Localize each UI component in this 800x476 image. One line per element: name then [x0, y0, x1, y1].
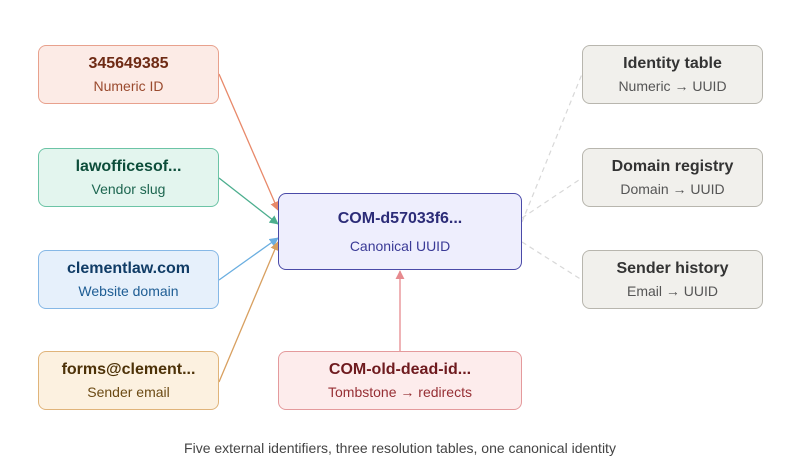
- identity-table-node: Identity table Numeric → UUID: [582, 45, 763, 104]
- sender-email-subtitle: Sender email: [87, 384, 170, 400]
- website-domain-node: clementlaw.com Website domain: [38, 250, 219, 309]
- sender-email-title: forms@clement...: [61, 361, 196, 378]
- tombstone-subtitle: Tombstone → redirects: [328, 384, 472, 400]
- canonical-uuid-subtitle: Canonical UUID: [349, 237, 451, 254]
- domain-registry-subtitle: Domain → UUID: [620, 181, 725, 197]
- sender-email-node: forms@clement... Sender email: [38, 351, 219, 410]
- domain-registry-node: Domain registry Domain → UUID: [582, 148, 763, 207]
- vendor-slug-title: lawofficesof...: [75, 158, 182, 175]
- diagram-caption: Five external identifiers, three resolut…: [184, 440, 616, 456]
- canonical-uuid-node: COM-d57033f6... Canonical UUID: [278, 193, 522, 270]
- numeric-id-subtitle: Numeric ID: [93, 78, 164, 94]
- website-domain-title: clementlaw.com: [66, 260, 190, 277]
- identity-table-subtitle: Numeric → UUID: [618, 78, 727, 94]
- identity-table-title: Identity table: [623, 55, 722, 72]
- numeric-id-node: 345649385 Numeric ID: [38, 45, 219, 104]
- edge-numeric-to-canonical: [218, 73, 279, 211]
- vendor-slug-node: lawofficesof... Vendor slug: [38, 148, 219, 207]
- canonical-uuid-title: COM-d57033f6...: [337, 209, 463, 227]
- sender-history-title: Sender history: [616, 260, 729, 277]
- tombstone-title: COM-old-dead-id...: [328, 361, 472, 378]
- sender-history-node: Sender history Email → UUID: [582, 250, 763, 309]
- website-domain-subtitle: Website domain: [78, 283, 179, 299]
- edge-sender-history-dashed: [521, 241, 583, 281]
- vendor-slug-subtitle: Vendor slug: [91, 181, 166, 197]
- edge-sender-to-canonical: [218, 241, 280, 383]
- numeric-id-title: 345649385: [88, 55, 169, 72]
- domain-registry-title: Domain registry: [611, 158, 734, 175]
- edge-website-to-canonical: [218, 237, 279, 281]
- sender-history-subtitle: Email → UUID: [626, 283, 718, 299]
- edge-vendor-to-canonical: [218, 177, 279, 225]
- tombstone-node: COM-old-dead-id... Tombstone → redirects: [278, 351, 522, 410]
- edge-domain-registry-dashed: [521, 177, 583, 219]
- edge-identity-table-dashed: [521, 73, 583, 223]
